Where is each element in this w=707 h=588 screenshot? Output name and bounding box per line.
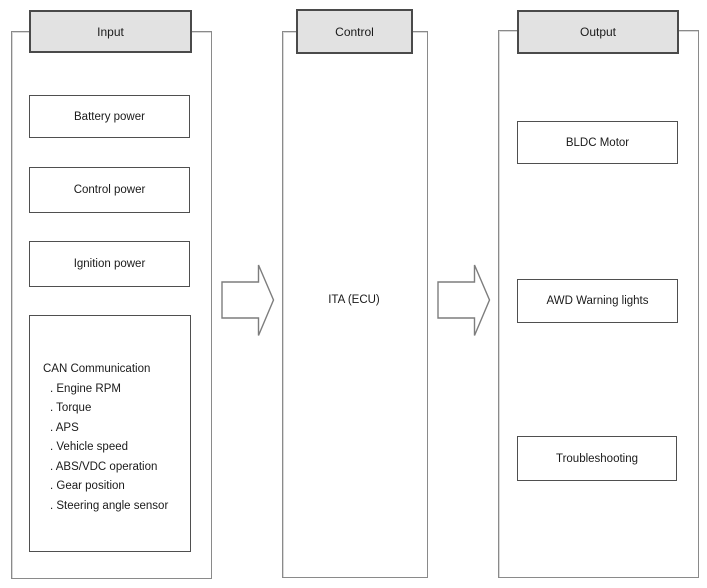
input-header: Input [29,10,192,53]
control-column-container [282,31,428,578]
can-item-abs-vdc: . ABS/VDC operation [50,460,158,473]
input-to-control-arrow-icon [221,264,275,336]
control-header: Control [296,9,413,54]
battery-power-box: Battery power [29,95,190,138]
can-item-aps: . APS [50,421,79,434]
ignition-power-box: Ignition power [29,241,190,287]
output-header: Output [517,10,679,54]
bldc-motor-box: BLDC Motor [517,121,678,164]
can-communication-title: CAN Communication [43,363,151,375]
control-power-box: Control power [29,167,190,213]
awd-warning-lights-box: AWD Warning lights [517,279,678,323]
ita-ecu-label: ITA (ECU) [328,294,380,306]
control-to-output-arrow-icon [437,264,491,336]
can-item-steering-angle: . Steering angle sensor [50,499,169,512]
can-item-engine-rpm: . Engine RPM [50,382,121,395]
troubleshooting-box: Troubleshooting [517,436,677,481]
can-item-gear-position: . Gear position [50,480,125,492]
can-communication-box: CAN Communication . Engine RPM . Torque … [29,315,191,552]
can-item-torque: . Torque [50,402,92,414]
can-item-vehicle-speed: . Vehicle speed [50,441,129,453]
